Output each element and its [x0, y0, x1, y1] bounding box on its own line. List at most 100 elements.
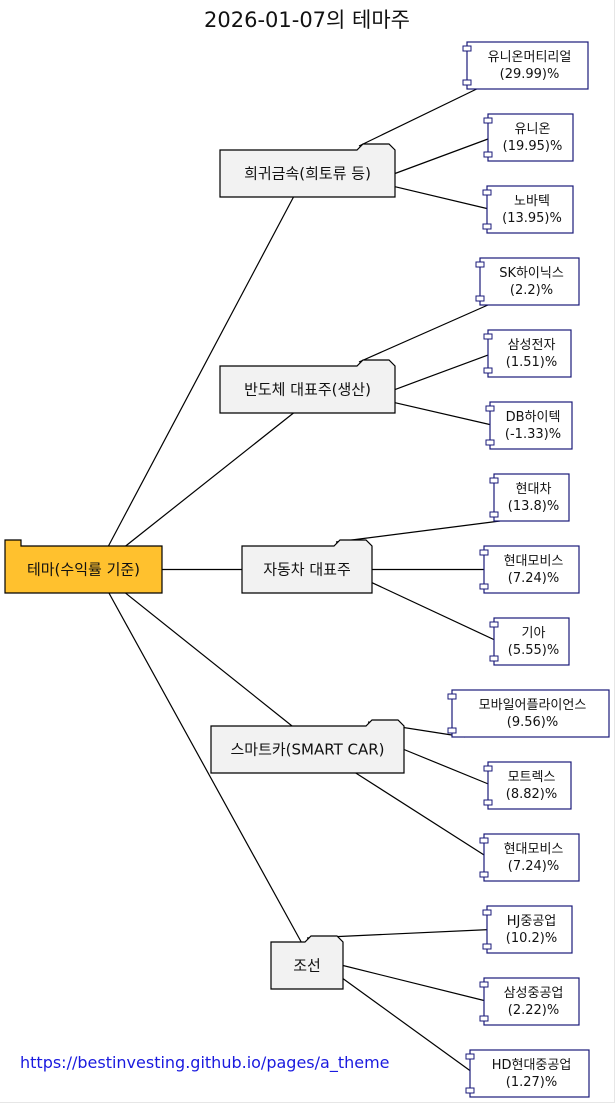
stock-rate: (-1.33)%	[505, 427, 561, 442]
component-tab-icon	[482, 223, 492, 230]
edge-theme-stock	[355, 772, 489, 859]
folder-shape	[219, 143, 396, 198]
component-tab-icon	[479, 549, 489, 556]
folder-shape	[4, 539, 163, 594]
folder-shape	[270, 935, 344, 990]
stock-node: 모바일어플라이언스(9.56)%	[447, 689, 610, 738]
theme-node: 조선	[270, 935, 344, 990]
stock-node: DB하이텍 (-1.33)%	[485, 401, 573, 450]
theme-node: 자동차 대표주	[241, 539, 373, 594]
footer-link[interactable]: https://bestinvesting.github.io/pages/a_…	[20, 1053, 390, 1072]
stock-box	[486, 905, 573, 954]
stock-box	[493, 617, 570, 666]
root-label: 테마(수익률 기준)	[27, 561, 140, 579]
stock-name: 모바일어플라이언스	[479, 698, 587, 713]
stock-name: HJ중공업	[507, 914, 557, 929]
stock-rate: (13.8)%	[508, 499, 559, 514]
component-tab-icon	[462, 45, 472, 52]
stock-box	[483, 977, 580, 1026]
edge-root-theme	[95, 412, 294, 570]
stock-name: 현대모비스	[504, 842, 564, 857]
stock-box	[451, 689, 610, 738]
stock-node: 유니온 (19.95)%	[483, 113, 574, 162]
edge-theme-stock	[394, 136, 493, 175]
edge-theme-stock	[342, 978, 475, 1074]
stock-rate: (5.55)%	[508, 643, 559, 658]
component-tab-icon	[483, 151, 493, 158]
stock-node: 모트렉스(8.82)%	[483, 761, 572, 810]
stock-node: 노바텍 (13.95)%	[482, 185, 574, 234]
theme-node: 희귀금속(희토류 등)	[219, 143, 396, 198]
stock-rate: (13.95)%	[502, 211, 562, 226]
stock-name: 현대차	[516, 482, 552, 497]
edge-theme-stock	[403, 748, 493, 787]
edge-theme-stock	[358, 304, 489, 363]
component-tab-icon	[479, 837, 489, 844]
stock-rate: (7.24)%	[508, 571, 559, 586]
stock-name: 노바텍	[514, 194, 550, 209]
component-tab-icon	[489, 621, 499, 628]
theme-label: 자동차 대표주	[263, 561, 351, 579]
stock-node: SK하이닉스(2.2)%	[475, 257, 580, 306]
stock-node: HD현대중공업 (1.27)%	[465, 1049, 590, 1098]
component-tab-icon	[482, 943, 492, 950]
component-tab-icon	[483, 765, 493, 772]
theme-label: 스마트카(SMART CAR)	[230, 741, 384, 759]
component-tab-icon	[489, 655, 499, 662]
nodes: 테마(수익률 기준) 희귀금속(희토류 등) 유니온머티리얼 (29.99)% 유니온 (…	[4, 41, 610, 1098]
root-node: 테마(수익률 기준)	[4, 539, 163, 594]
edge-root-theme	[95, 569, 293, 727]
stock-name: 유니온	[515, 122, 551, 137]
stock-rate: (8.82)%	[506, 787, 557, 802]
folder-shape	[210, 719, 405, 774]
stock-name: DB하이텍	[506, 410, 561, 425]
diagram-title: 2026-01-07의 테마주	[204, 8, 410, 32]
component-tab-icon	[475, 261, 485, 268]
stock-rate: (29.99)%	[500, 67, 560, 82]
edge-theme-stock	[394, 402, 495, 427]
component-tab-icon	[447, 693, 457, 700]
component-tab-icon	[482, 189, 492, 196]
stock-name: 유니온머티리얼	[488, 50, 572, 65]
component-tab-icon	[479, 583, 489, 590]
stock-name: HD현대중공업	[492, 1058, 572, 1073]
component-tab-icon	[475, 295, 485, 302]
component-tab-icon	[465, 1087, 475, 1094]
component-tab-icon	[483, 333, 493, 340]
edge-theme-stock	[342, 964, 489, 1003]
component-tab-icon	[489, 511, 499, 518]
edge-root-theme	[95, 569, 302, 943]
stock-node: 삼성전자(1.51)%	[483, 329, 572, 378]
edge-theme-stock	[335, 520, 501, 543]
stock-node: 현대모비스(7.24)%	[479, 833, 580, 882]
component-tab-icon	[482, 909, 492, 916]
stock-box	[487, 329, 572, 378]
component-tab-icon	[479, 1015, 489, 1022]
stock-box	[469, 1049, 590, 1098]
folder-shape	[241, 539, 373, 594]
theme-node: 반도체 대표주(생산)	[219, 359, 396, 414]
stock-name: 기아	[522, 626, 546, 641]
stock-box	[479, 257, 580, 306]
stock-node: 현대차 (13.8)%	[489, 473, 570, 522]
component-tab-icon	[447, 727, 457, 734]
edge-theme-stock	[358, 88, 477, 147]
stock-box	[466, 41, 589, 90]
stock-name: 삼성중공업	[504, 986, 564, 1001]
stock-name: 삼성전자	[508, 338, 556, 353]
stock-rate: (19.95)%	[503, 139, 563, 154]
stock-rate: (1.27)%	[506, 1075, 557, 1090]
stock-rate: (10.2)%	[506, 931, 557, 946]
stock-rate: (2.22)%	[508, 1003, 559, 1018]
theme-label: 반도체 대표주(생산)	[244, 381, 371, 399]
component-tab-icon	[462, 79, 472, 86]
component-tab-icon	[479, 981, 489, 988]
stock-box	[486, 185, 574, 234]
component-tab-icon	[479, 871, 489, 878]
component-tab-icon	[485, 439, 495, 446]
stock-name: 현대모비스	[504, 554, 564, 569]
edges	[95, 88, 501, 1074]
stock-box	[483, 545, 580, 594]
edge-theme-stock	[371, 582, 499, 643]
